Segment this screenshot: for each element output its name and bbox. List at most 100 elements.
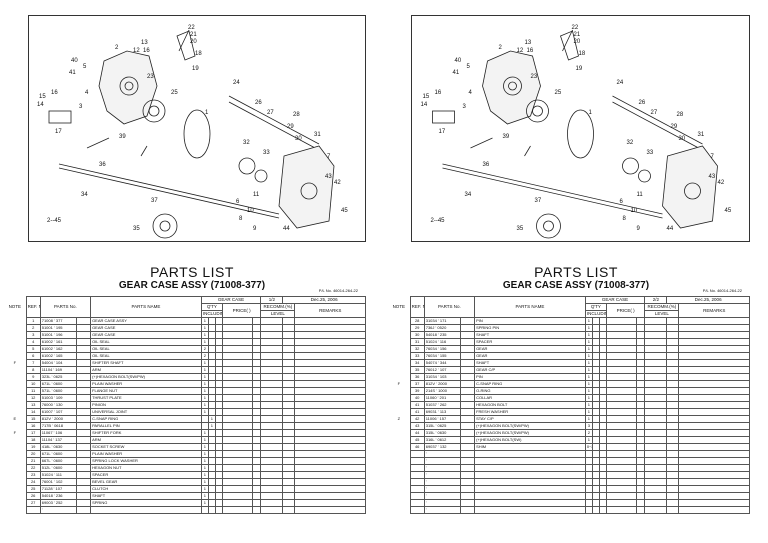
cell-empty [75,366,92,374]
cell-empty [678,436,750,444]
cell-name [474,478,586,486]
cell-empty [666,492,680,500]
cell-empty [221,415,254,423]
cell-q2 [591,492,600,500]
cell-ref: 28 [409,317,425,325]
cell-q2 [591,366,600,374]
cell-q2 [207,436,216,444]
cell-note [4,409,26,416]
cell-q2 [207,345,216,353]
cell-empty [221,338,254,346]
cell-empty [282,387,296,395]
cell-empty [605,352,638,360]
svg-text:33: 33 [647,150,654,156]
cell-empty [282,317,296,325]
cell-empty [252,338,262,346]
cell-empty [214,464,223,472]
cell-q1 [200,506,209,514]
cell-ref: 37 [409,380,425,388]
cell-q1: 0~2 [584,443,593,451]
cell-empty [678,478,750,486]
cell-pn: 214S ' 1000 [423,387,461,395]
cell-q2 [207,485,216,493]
cell-q1: 1 [200,380,209,388]
cell-q2 [207,478,216,486]
ref-header: REF. No. [25,296,41,318]
svg-text:2--45: 2--45 [47,218,62,224]
cell-pn: 315L ' 0630 [423,429,461,437]
cell-empty [260,436,284,444]
cell-empty [260,471,284,479]
cell-empty [282,485,296,493]
cell-name: PARALLEL PIN [90,422,202,430]
cell-ref [409,450,425,458]
cell-empty [282,380,296,388]
recomm-header: RECOMM.(%) [644,303,680,311]
cell-empty [214,478,223,486]
cell-q2: 1 [207,422,216,430]
cell-ref: 23 [25,471,41,479]
cell-q2 [591,457,600,465]
cell-empty [260,352,284,360]
cell-empty [294,506,366,514]
cell-ref: 30 [409,331,425,339]
cell-q1: 2 [584,429,593,437]
table-row: ' [388,450,750,458]
cell-q2 [591,422,600,430]
cell-empty [644,331,668,339]
assembly-subtitle: GEAR CASE ASSY (71008-377) [502,280,650,291]
cell-note [4,444,26,451]
cell-name: PLAIN WASHER [90,380,202,388]
cell-empty [598,429,607,437]
cell-empty [214,443,223,451]
cell-note [4,339,26,346]
cell-empty [666,436,680,444]
cell-empty [75,492,92,500]
cell-empty [678,401,750,409]
cell-pn: 61002 ' 161 [39,338,77,346]
cell-note [4,395,26,402]
cell-empty [75,485,92,493]
cell-empty [252,317,262,325]
cell-name: SPACER [90,471,202,479]
cell-q1: 1 [200,359,209,367]
cell-empty [75,436,92,444]
cell-note [4,493,26,500]
cell-empty [221,499,254,507]
svg-text:29: 29 [287,124,294,130]
cell-empty [459,387,476,395]
cell-ref [409,485,425,493]
cell-q1 [584,506,593,514]
cell-empty [252,373,262,381]
cell-empty [598,450,607,458]
cell-empty [214,352,223,360]
cell-ref: 24 [25,478,41,486]
cell-empty [605,359,638,367]
cell-empty [636,401,646,409]
cell-empty [459,324,476,332]
cell-ref: 11 [25,387,41,395]
cell-empty [598,492,607,500]
cell-note [4,451,26,458]
cell-note: Z [397,416,401,421]
table-row: ' [388,457,750,465]
cell-pn: 512L ' 0600 [39,464,77,472]
cell-empty [459,450,476,458]
svg-text:22: 22 [572,25,579,31]
svg-text:36: 36 [99,162,106,168]
cell-q1: 1 [200,324,209,332]
cell-empty [294,443,366,451]
cell-note [388,374,410,381]
cell-empty [294,317,366,325]
page-number: 2/2 [644,296,668,304]
cell-empty [282,478,296,486]
cell-pn: 11067 ' 106 [39,429,77,437]
cell-note [388,444,410,451]
cell-empty [282,415,296,423]
cell-empty [678,408,750,416]
cell-empty [214,457,223,465]
